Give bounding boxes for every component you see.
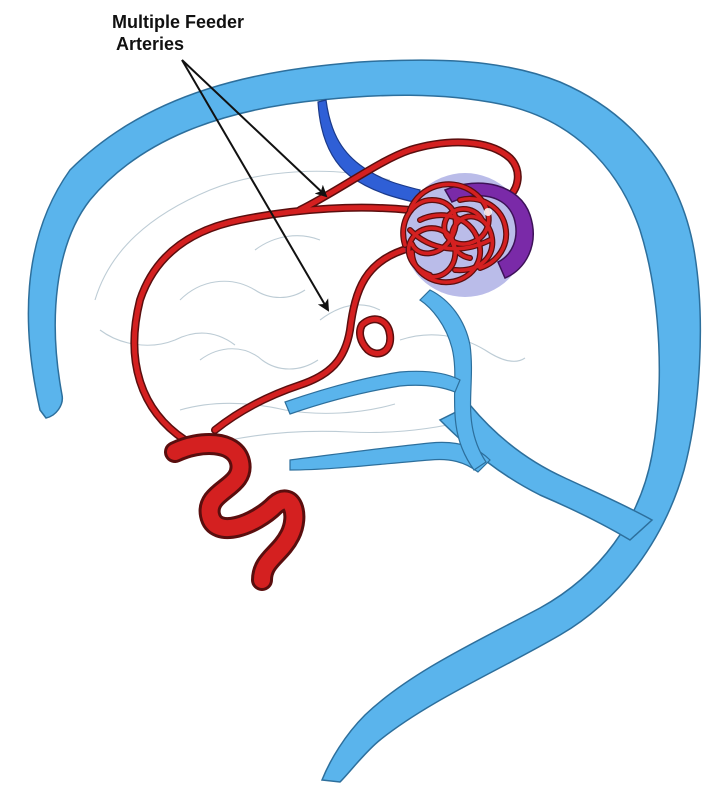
annotation-line-2: Arteries [116,34,184,54]
annotation-line-1: Multiple Feeder [112,12,244,32]
internal-cerebral-vein [290,442,490,472]
annotation-label: Multiple Feeder Arteries [112,12,248,54]
parent-artery [175,444,294,580]
artery-loop [360,319,390,353]
